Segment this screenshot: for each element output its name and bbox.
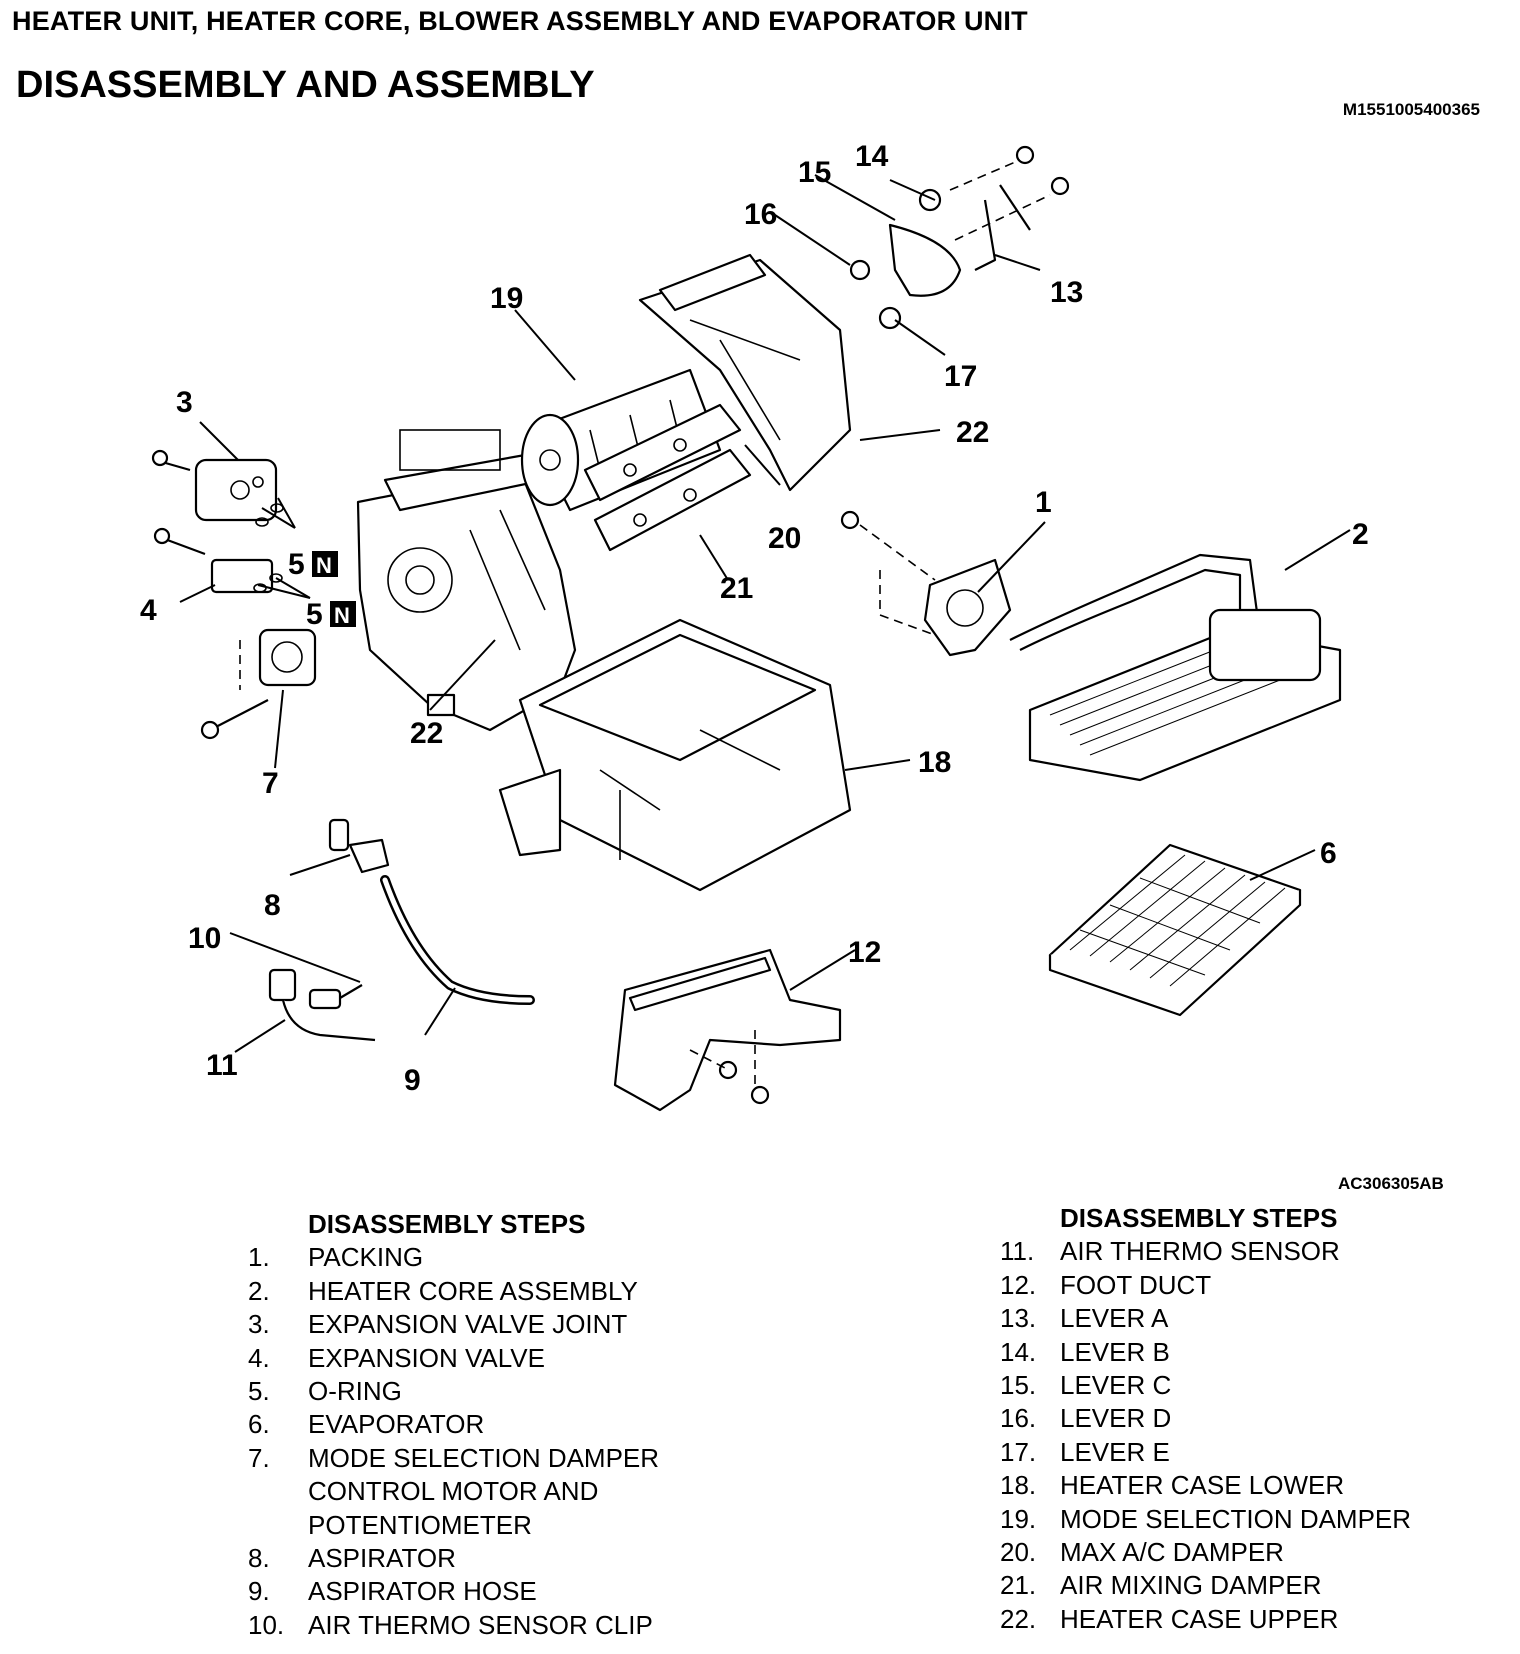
step-item: 8.ASPIRATOR bbox=[248, 1543, 456, 1574]
callout-15: 15 bbox=[798, 156, 831, 189]
callout-6: 6 bbox=[1320, 837, 1337, 870]
expansion-valve-joint-part bbox=[151, 449, 278, 522]
callout-9: 9 bbox=[404, 1064, 421, 1097]
n-badge-lower-label: N bbox=[334, 603, 350, 628]
callout-7: 7 bbox=[262, 767, 279, 800]
figure-code: AC306305AB bbox=[1338, 1174, 1444, 1193]
step-item: 7.MODE SELECTION DAMPER CONTROL MOTOR AN… bbox=[248, 1442, 660, 1540]
callout-2: 2 bbox=[1352, 518, 1369, 551]
callout-10: 10 bbox=[188, 922, 221, 955]
section-title: DISASSEMBLY AND ASSEMBLY bbox=[16, 64, 595, 106]
foot-duct-part bbox=[613, 948, 842, 1112]
damper-motor-part bbox=[200, 628, 317, 740]
heater-core-part bbox=[1009, 553, 1342, 782]
callout-5-lower: 5 bbox=[306, 598, 323, 631]
steps-left: DISASSEMBLY STEPS 1.PACKING 2.HEATER COR… bbox=[248, 1208, 659, 1642]
callout-14: 14 bbox=[855, 140, 889, 173]
air-thermo-sensor-part bbox=[268, 968, 376, 1042]
callout-1: 1 bbox=[1035, 486, 1052, 519]
lever-parts bbox=[849, 145, 1070, 330]
callout-21: 21 bbox=[720, 572, 753, 605]
step-item: 18.HEATER CASE LOWER bbox=[1000, 1470, 1345, 1501]
n-badge-upper-label: N bbox=[316, 553, 332, 578]
step-item: 1.PACKING bbox=[248, 1242, 424, 1273]
step-item: 2.HEATER CORE ASSEMBLY bbox=[248, 1275, 638, 1306]
page-header: HEATER UNIT, HEATER CORE, BLOWER ASSEMBL… bbox=[12, 6, 1028, 36]
callout-17: 17 bbox=[944, 360, 977, 393]
step-item: 11.AIR THERMO SENSOR bbox=[1000, 1236, 1340, 1267]
callout-20: 20 bbox=[768, 522, 801, 555]
heater-case-upper-right bbox=[638, 253, 852, 492]
steps-right: DISASSEMBLY STEPS 11.AIR THERMO SENSOR 1… bbox=[1000, 1202, 1411, 1636]
step-item: 5.O-RING bbox=[248, 1376, 402, 1407]
callout-22-right: 22 bbox=[956, 416, 989, 449]
step-item: 16.LEVER D bbox=[1000, 1403, 1172, 1434]
exploded-view-diagram: 1 2 3 4 5 N 5 N 6 7 8 9 10 11 12 13 14 1… bbox=[140, 140, 1369, 1112]
callout-5-upper: 5 bbox=[288, 548, 305, 581]
damper-plates bbox=[583, 403, 752, 552]
callout-4: 4 bbox=[140, 594, 157, 627]
step-item: 4.EXPANSION VALVE bbox=[248, 1342, 545, 1373]
heater-case-lower-part bbox=[498, 618, 852, 892]
callout-12: 12 bbox=[848, 936, 881, 969]
callout-3: 3 bbox=[176, 386, 193, 419]
step-item: 20.MAX A/C DAMPER bbox=[1000, 1537, 1284, 1568]
step-item: 21.AIR MIXING DAMPER bbox=[1000, 1570, 1322, 1601]
callout-11: 11 bbox=[206, 1049, 238, 1082]
callout-19: 19 bbox=[490, 282, 523, 315]
steps-left-heading: DISASSEMBLY STEPS bbox=[308, 1209, 586, 1239]
packing-part bbox=[840, 510, 1012, 657]
step-item: 10.AIR THERMO SENSOR CLIP bbox=[248, 1609, 653, 1640]
n-badge-upper bbox=[312, 551, 338, 577]
step-item: 6.EVAPORATOR bbox=[248, 1409, 485, 1440]
callout-13: 13 bbox=[1050, 276, 1083, 309]
step-item: 9.ASPIRATOR HOSE bbox=[248, 1576, 537, 1607]
callout-16: 16 bbox=[744, 198, 777, 231]
step-item: 19.MODE SELECTION DAMPER bbox=[1000, 1503, 1412, 1534]
document-code: M1551005400365 bbox=[1342, 100, 1480, 119]
step-item: 15.LEVER C bbox=[1000, 1370, 1172, 1401]
heater-case-upper-left bbox=[356, 429, 577, 732]
callout-18: 18 bbox=[918, 746, 951, 779]
evaporator-part bbox=[1048, 843, 1302, 1017]
callout-8: 8 bbox=[264, 889, 281, 922]
n-badge-lower bbox=[330, 601, 356, 627]
step-item: 22.HEATER CASE UPPER bbox=[1000, 1603, 1339, 1634]
expansion-valve-part bbox=[153, 503, 284, 594]
step-item: 3.EXPANSION VALVE JOINT bbox=[248, 1309, 628, 1340]
callout-22-left: 22 bbox=[410, 717, 443, 750]
steps-right-heading: DISASSEMBLY STEPS bbox=[1060, 1203, 1338, 1233]
step-item: 12.FOOT DUCT bbox=[1000, 1269, 1212, 1300]
step-item: 14.LEVER B bbox=[1000, 1336, 1170, 1367]
step-item: 17.LEVER E bbox=[1000, 1436, 1170, 1467]
aspirator-part bbox=[328, 818, 535, 1005]
step-item: 13.LEVER A bbox=[1000, 1303, 1169, 1334]
